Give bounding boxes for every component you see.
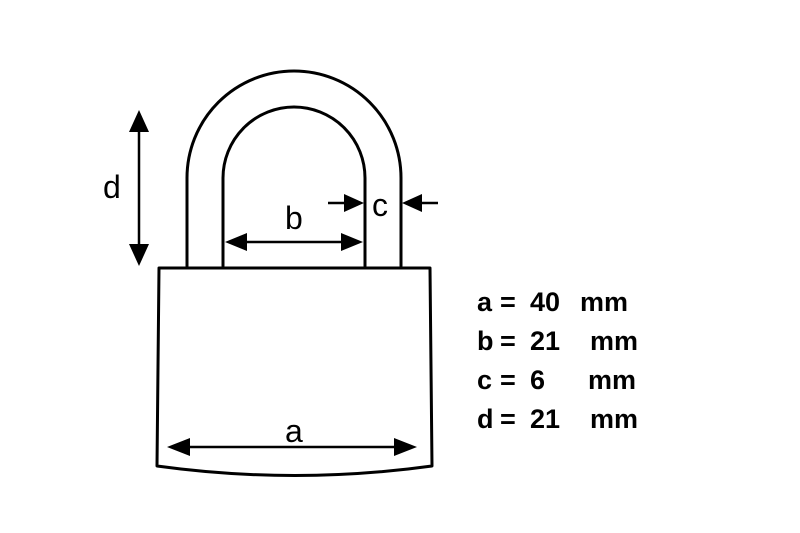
spec-unit-d: mm: [590, 404, 638, 434]
dimension-b-label: b: [285, 200, 303, 236]
spec-row-a: a = 40 mm: [477, 287, 628, 317]
dimension-c-arrow-right: [402, 194, 422, 212]
spec-eq-c: =: [500, 365, 516, 395]
spec-list: a = 40 mm b = 21 mm c = 6 mm d = 21 mm: [477, 287, 638, 434]
spec-eq-d: =: [500, 404, 516, 434]
spec-unit-a: mm: [580, 287, 628, 317]
spec-name-b: b: [477, 326, 494, 356]
dimension-b-arrow-left: [225, 233, 247, 251]
dimension-a-arrow-right: [394, 438, 417, 456]
dimension-d-label: d: [103, 169, 121, 205]
spec-value-c: 6: [530, 365, 545, 395]
dimension-c-label: c: [372, 187, 388, 223]
dimension-b-arrow-right: [341, 233, 363, 251]
spec-name-a: a: [477, 287, 493, 317]
spec-row-d: d = 21 mm: [477, 404, 638, 434]
spec-unit-b: mm: [590, 326, 638, 356]
shackle-inner: [221, 105, 367, 268]
dimension-a-label: a: [285, 413, 303, 449]
spec-row-b: b = 21 mm: [477, 326, 638, 356]
dimension-a-arrow-left: [167, 438, 190, 456]
spec-value-a: 40: [530, 287, 560, 317]
spec-value-d: 21: [530, 404, 560, 434]
dimension-c-arrow-left: [344, 194, 364, 212]
dimension-d-arrow-top: [129, 110, 149, 132]
spec-name-c: c: [477, 365, 492, 395]
spec-unit-c: mm: [588, 365, 636, 395]
padlock-body: [155, 266, 434, 477]
shackle-outer: [185, 69, 403, 268]
spec-eq-a: =: [500, 287, 516, 317]
spec-name-d: d: [477, 404, 494, 434]
spec-row-c: c = 6 mm: [477, 365, 636, 395]
spec-eq-b: =: [500, 326, 516, 356]
spec-value-b: 21: [530, 326, 560, 356]
dimension-d-arrow-bottom: [129, 244, 149, 266]
